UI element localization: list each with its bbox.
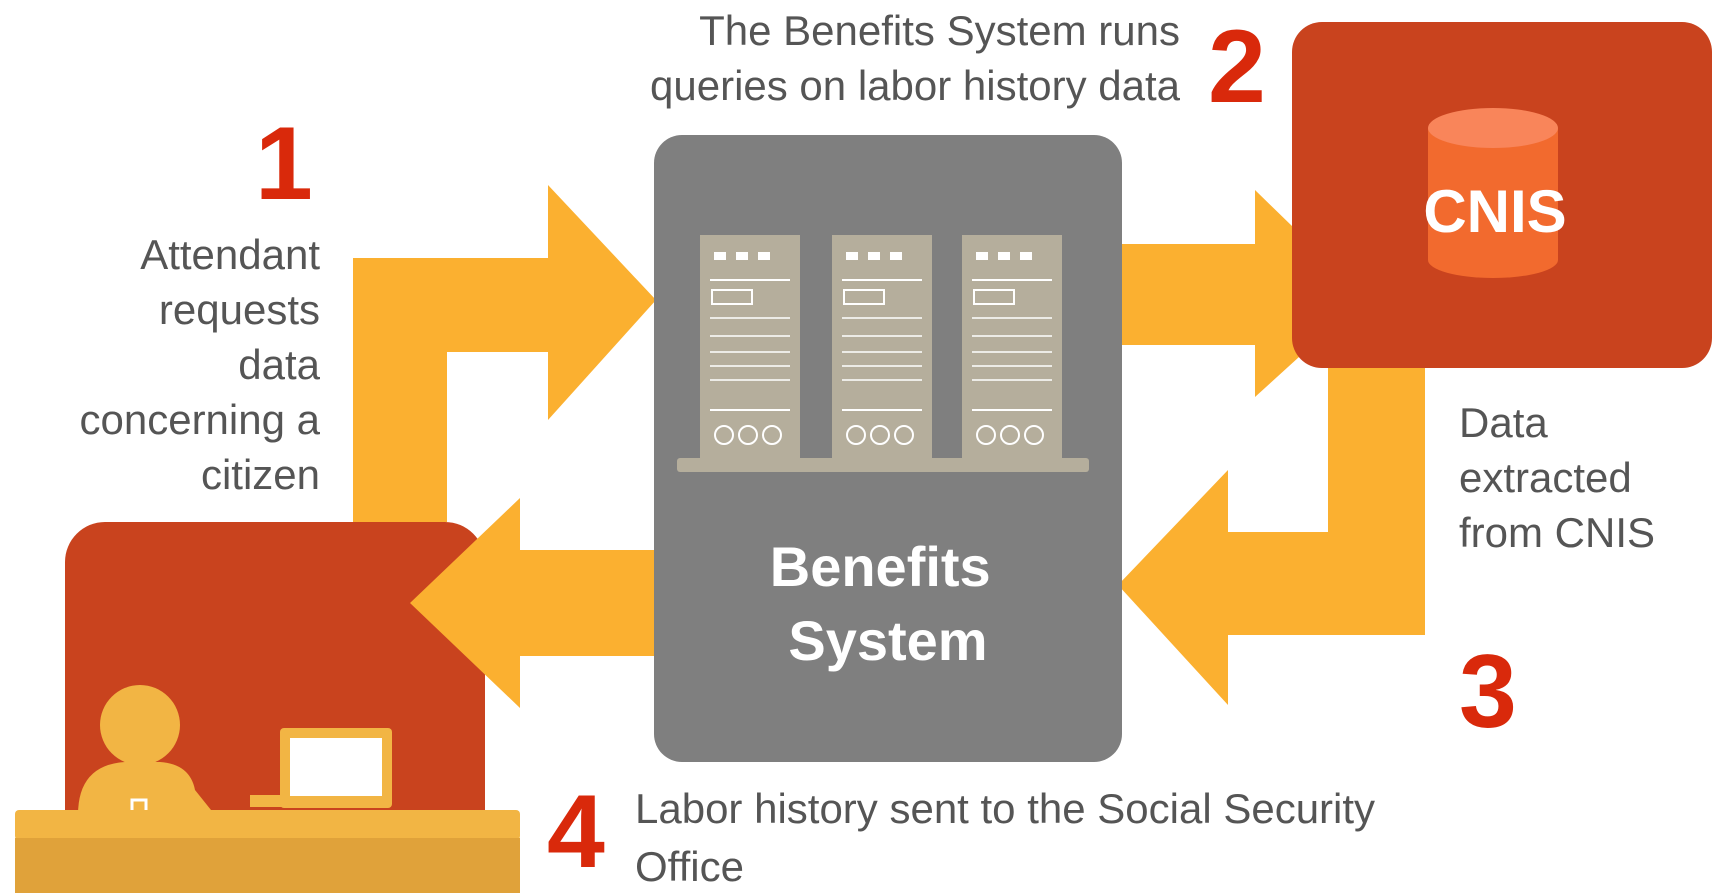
cnis-label: CNIS <box>1423 178 1566 245</box>
server-unit <box>700 235 800 458</box>
arrow-response-to-office <box>410 498 655 708</box>
step-3-number: 3 <box>1459 634 1517 750</box>
step-1-number: 1 <box>255 106 313 222</box>
step-3-text: Data extracted from CNIS <box>1459 399 1656 556</box>
step-4-number: 4 <box>547 774 605 890</box>
step-2-text: The Benefits System runs queries on labo… <box>650 7 1180 109</box>
step-4-text: Labor history sent to the Social Securit… <box>635 785 1376 890</box>
server-rack-icon <box>677 235 1089 472</box>
step-2-number: 2 <box>1208 9 1266 125</box>
step-1-text: Attendant requests data concerning a cit… <box>79 231 321 498</box>
arrow-data-extracted <box>1118 365 1425 705</box>
database-cylinder-icon <box>1428 108 1558 278</box>
benefits-system-label: Benefits System <box>770 535 1007 672</box>
server-unit <box>962 235 1062 458</box>
attendant-at-computer-icon <box>15 685 520 893</box>
server-unit <box>832 235 932 458</box>
arrow-request <box>353 185 656 522</box>
